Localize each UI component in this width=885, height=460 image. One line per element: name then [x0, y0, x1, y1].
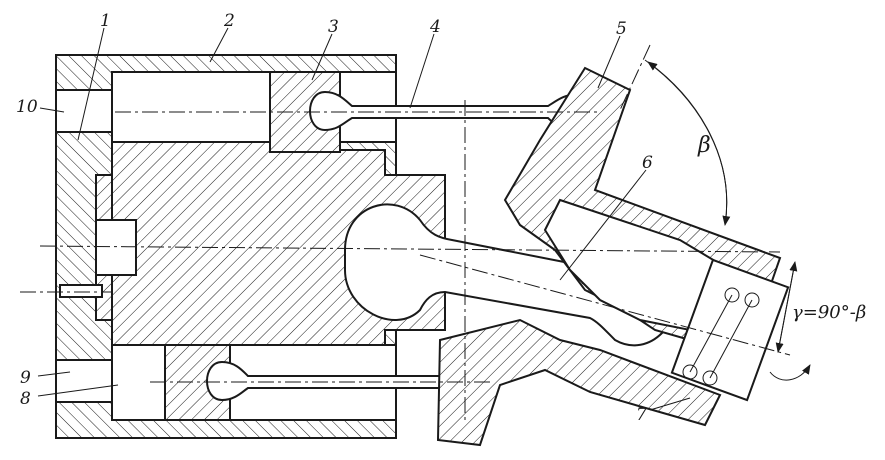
label-part-1: 1	[100, 11, 111, 31]
leader-9	[37, 371, 71, 377]
axis-lines	[20, 44, 791, 420]
lower-bracket-body	[436, 318, 722, 447]
label-part-2: 2	[223, 11, 235, 31]
label-beta: β	[697, 133, 711, 158]
spring	[670, 258, 790, 402]
label-part-10: 10	[16, 97, 38, 117]
rotation-arrow	[769, 364, 811, 381]
part-labels: 1 2 3 4 5 6 7 8 9 10 β γ=90°-β	[16, 11, 866, 425]
label-part-8: 8	[20, 389, 31, 409]
label-part-3: 3	[328, 17, 339, 37]
gamma-arrow-back	[777, 261, 798, 353]
label-part-7: 7	[636, 405, 647, 425]
label-part-6: 6	[642, 153, 653, 173]
left-plate-lower	[55, 359, 113, 403]
leader-2	[209, 27, 229, 63]
leader-lines	[37, 27, 691, 411]
spring-coil	[744, 292, 760, 308]
label-part-5: 5	[616, 19, 627, 39]
spring-coil	[724, 287, 740, 303]
leader-5	[597, 35, 621, 89]
leader-10	[39, 107, 65, 113]
spring-housing	[670, 258, 790, 402]
leader-7	[649, 397, 691, 411]
shaft-pin	[59, 284, 103, 298]
leader-1	[77, 27, 105, 141]
beta-arc-back	[647, 61, 728, 226]
lower-bracket	[436, 318, 722, 447]
label-part-4: 4	[429, 17, 441, 37]
label-gamma-formula: γ=90°-β	[792, 302, 866, 323]
tilted-axis	[419, 254, 791, 356]
spring-coil	[682, 364, 698, 380]
main-axis	[39, 245, 781, 253]
label-part-9: 9	[20, 368, 31, 388]
beta-ref-line	[619, 44, 651, 111]
leader-4	[409, 33, 435, 109]
leader-3	[311, 33, 333, 81]
leader-6	[559, 169, 647, 281]
left-plate-upper	[55, 89, 113, 133]
spring-line	[709, 299, 753, 379]
spring-coil	[702, 370, 718, 386]
angle-annotations	[644, 59, 811, 381]
leader-8	[37, 384, 119, 397]
shaft-keyway	[95, 219, 137, 276]
